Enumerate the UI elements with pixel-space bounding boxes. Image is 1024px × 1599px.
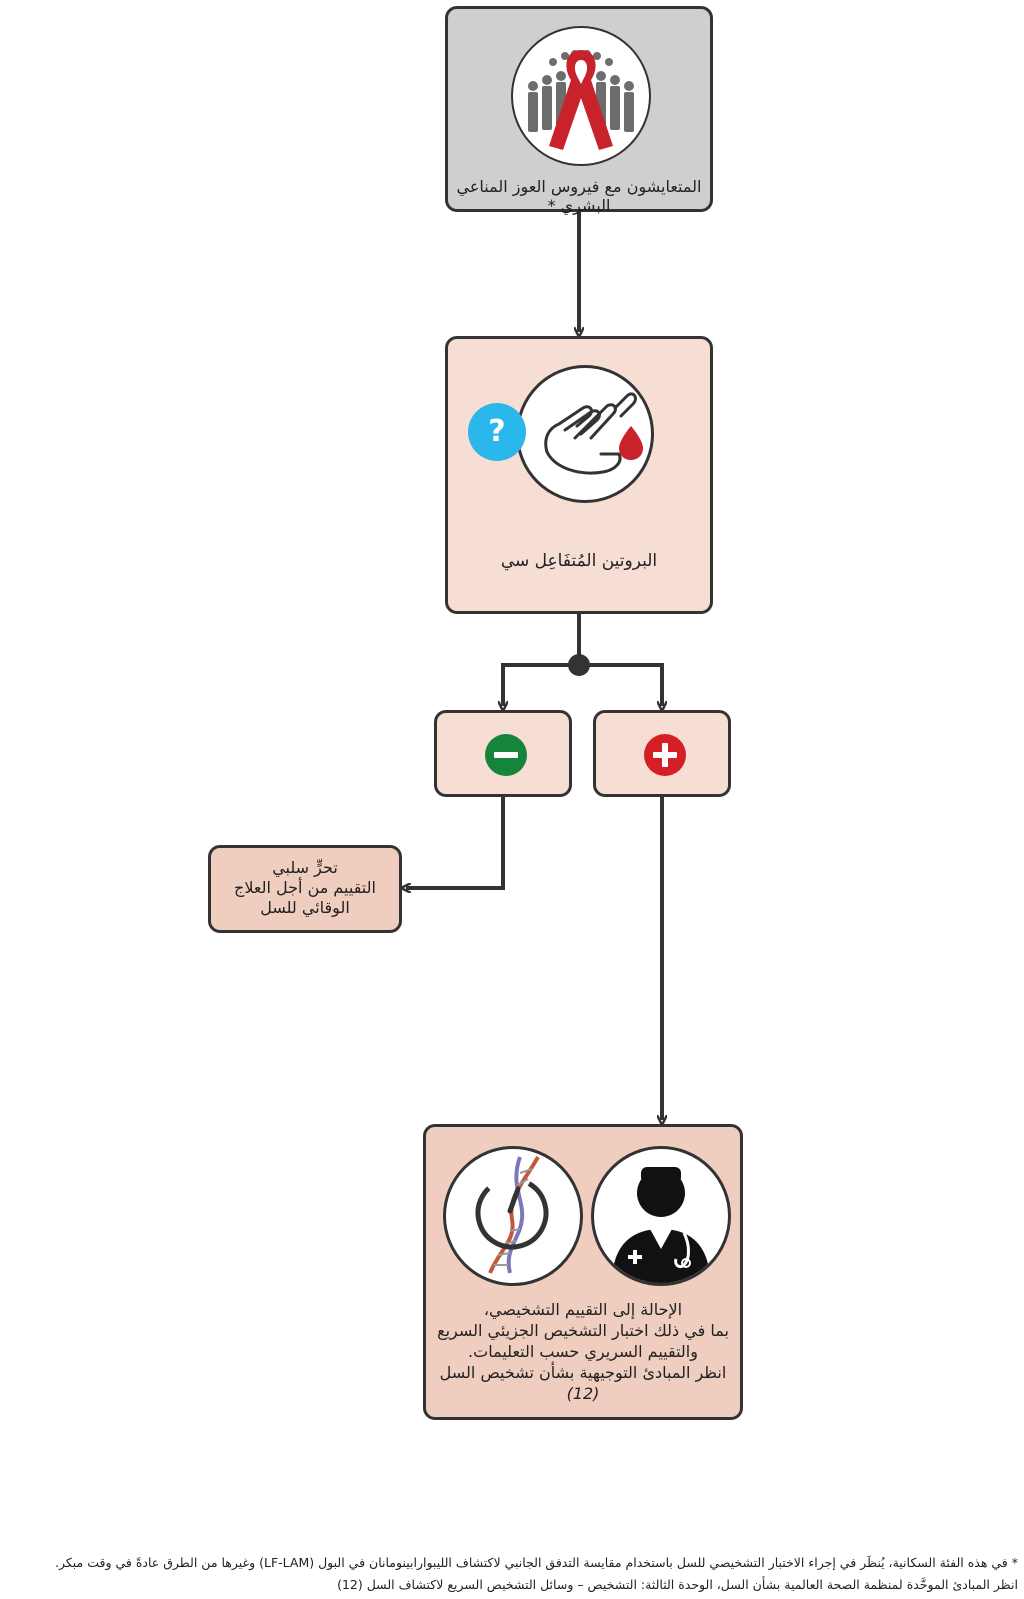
crp-node-label: البروتين المُتفَاعِل سي <box>500 551 658 571</box>
split-junction-dot <box>568 654 590 676</box>
hiv-node-label: المتعايشون مع فيروس العوز المناعي البشري… <box>456 177 702 215</box>
referral-line2: بما في ذلك اختبار التشخيص الجزيئي السريع <box>437 1321 729 1340</box>
node-negative-result <box>434 710 572 797</box>
dna-test-icon <box>443 1146 583 1286</box>
neg-outcome-line2: التقييم من أجل العلاج <box>234 878 376 897</box>
referral-line3: والتقييم السريري حسب التعليمات. <box>468 1342 698 1361</box>
footnote-line2: انظر المبادئ الموحَّدة لمنظمة الصحة العا… <box>337 1577 1018 1592</box>
neg-outcome-line3: الوقائي للسل <box>260 898 350 917</box>
finger-prick-blood-icon <box>516 365 654 503</box>
question-badge-icon: ? <box>468 403 526 461</box>
footnote-line1: * في هذه الفئة السكانية، يُنظَر في إجراء… <box>55 1555 1018 1570</box>
plus-circle-icon <box>644 734 686 776</box>
referral-line5: (12) <box>566 1384 600 1403</box>
hiv-population-ribbon-icon <box>511 26 651 166</box>
neg-outcome-line1: تحرٍّ سلبي <box>272 858 338 877</box>
arrow-negative-to-outcome <box>406 797 505 888</box>
doctor-icon <box>591 1146 731 1286</box>
node-negative-screen-outcome: تحرٍّ سلبي التقييم من أجل العلاج الوقائي… <box>208 845 402 933</box>
node-hiv-population: المتعايشون مع فيروس العوز المناعي البشري… <box>445 6 713 215</box>
referral-line1: الإحالة إلى التقييم التشخيصي، <box>483 1300 683 1319</box>
arrow-split-to-positive <box>579 663 662 706</box>
arrow-split-to-negative <box>503 663 579 706</box>
referral-line4: انظر المبادئ التوجيهية بشأن تشخيص السل <box>439 1363 727 1382</box>
minus-circle-icon <box>485 734 527 776</box>
node-positive-result <box>593 710 731 797</box>
node-referral-diagnostic: الإحالة إلى التقييم التشخيصي، بما في ذلك… <box>423 1124 743 1420</box>
node-crp-test: ? البروتين المُتفَاعِل سي <box>445 336 713 614</box>
